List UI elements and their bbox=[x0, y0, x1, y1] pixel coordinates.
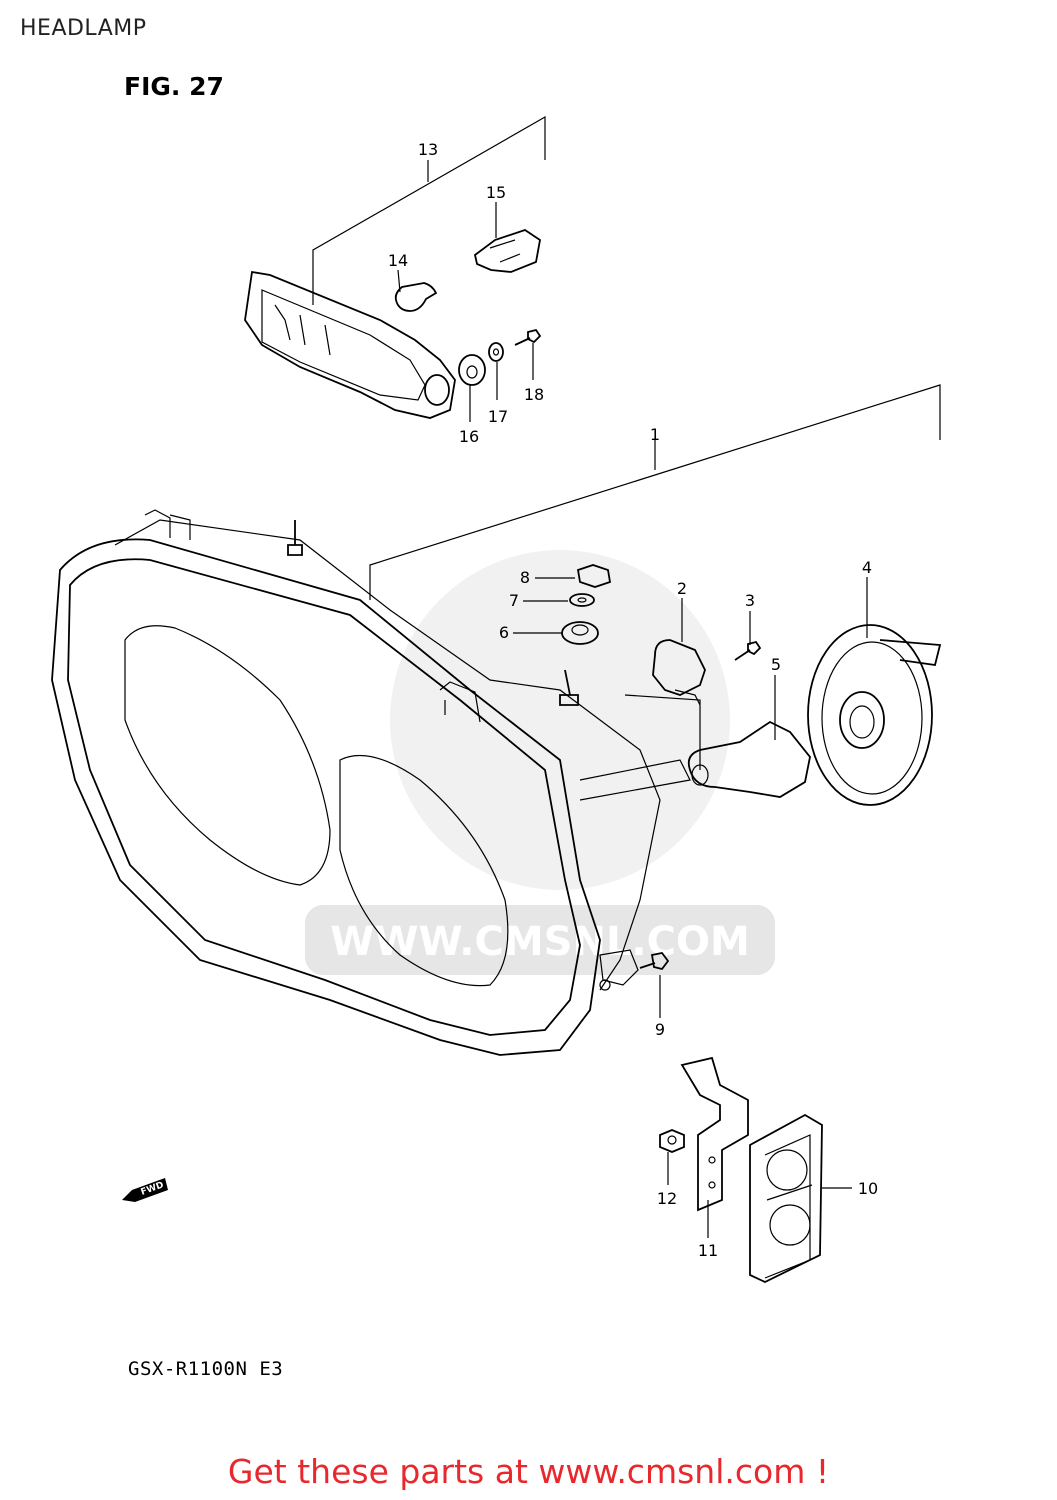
callout-8: 8 bbox=[520, 568, 530, 587]
callout-13: 13 bbox=[418, 140, 438, 159]
callout-11: 11 bbox=[698, 1241, 718, 1260]
parts-shop-link[interactable]: Get these parts at www.cmsnl.com ! bbox=[227, 1452, 830, 1491]
grommet-16 bbox=[458, 354, 486, 386]
socket-15 bbox=[473, 229, 541, 273]
reflector-10 bbox=[749, 1113, 823, 1283]
callout-7: 7 bbox=[509, 591, 519, 610]
callout-2: 2 bbox=[677, 579, 687, 598]
watermark: WWW.CMSNL.COM bbox=[305, 550, 775, 975]
screw-3 bbox=[734, 640, 762, 661]
callout-16: 16 bbox=[459, 427, 479, 446]
bolt-9 bbox=[639, 952, 670, 971]
clamp-2 bbox=[652, 639, 706, 706]
bulb-14 bbox=[394, 282, 438, 312]
watermark-text: WWW.CMSNL.COM bbox=[330, 919, 750, 965]
washer-17 bbox=[488, 342, 504, 362]
callout-9: 9 bbox=[655, 1020, 665, 1039]
position-lamp-assembly bbox=[244, 270, 456, 419]
washer-7 bbox=[569, 593, 595, 607]
callout-5: 5 bbox=[771, 655, 781, 674]
socket-cover-4 bbox=[807, 624, 942, 806]
callout-14-15: 15 bbox=[486, 183, 506, 202]
fwd-arrow-icon: FWD bbox=[122, 1178, 168, 1202]
callout-18: 18 bbox=[524, 385, 544, 404]
screw-18 bbox=[514, 328, 542, 346]
callout-17: 17 bbox=[488, 407, 508, 426]
headlamp-housing bbox=[51, 509, 691, 1056]
bracket-13 bbox=[312, 115, 546, 305]
callout-10: 10 bbox=[858, 1179, 878, 1198]
leader-lines bbox=[397, 160, 868, 1238]
figure-label: FIG. 27 bbox=[124, 72, 224, 101]
callout-6: 6 bbox=[499, 623, 509, 642]
callout-labels: 1 2 3 4 5 6 7 8 9 10 11 12 13 15 14 16 1… bbox=[388, 140, 878, 1260]
callout-14: 14 bbox=[388, 251, 408, 270]
model-code: GSX-R1100N E3 bbox=[128, 1358, 284, 1380]
callout-1: 1 bbox=[650, 425, 660, 444]
page-title: HEADLAMP bbox=[20, 16, 147, 41]
nut-8 bbox=[576, 564, 612, 588]
callout-4: 4 bbox=[862, 558, 872, 577]
nut-12 bbox=[659, 1129, 685, 1153]
bracket-11 bbox=[680, 1056, 749, 1212]
callout-3: 3 bbox=[745, 591, 755, 610]
callout-12: 12 bbox=[657, 1189, 677, 1208]
bracket-1 bbox=[369, 384, 941, 600]
